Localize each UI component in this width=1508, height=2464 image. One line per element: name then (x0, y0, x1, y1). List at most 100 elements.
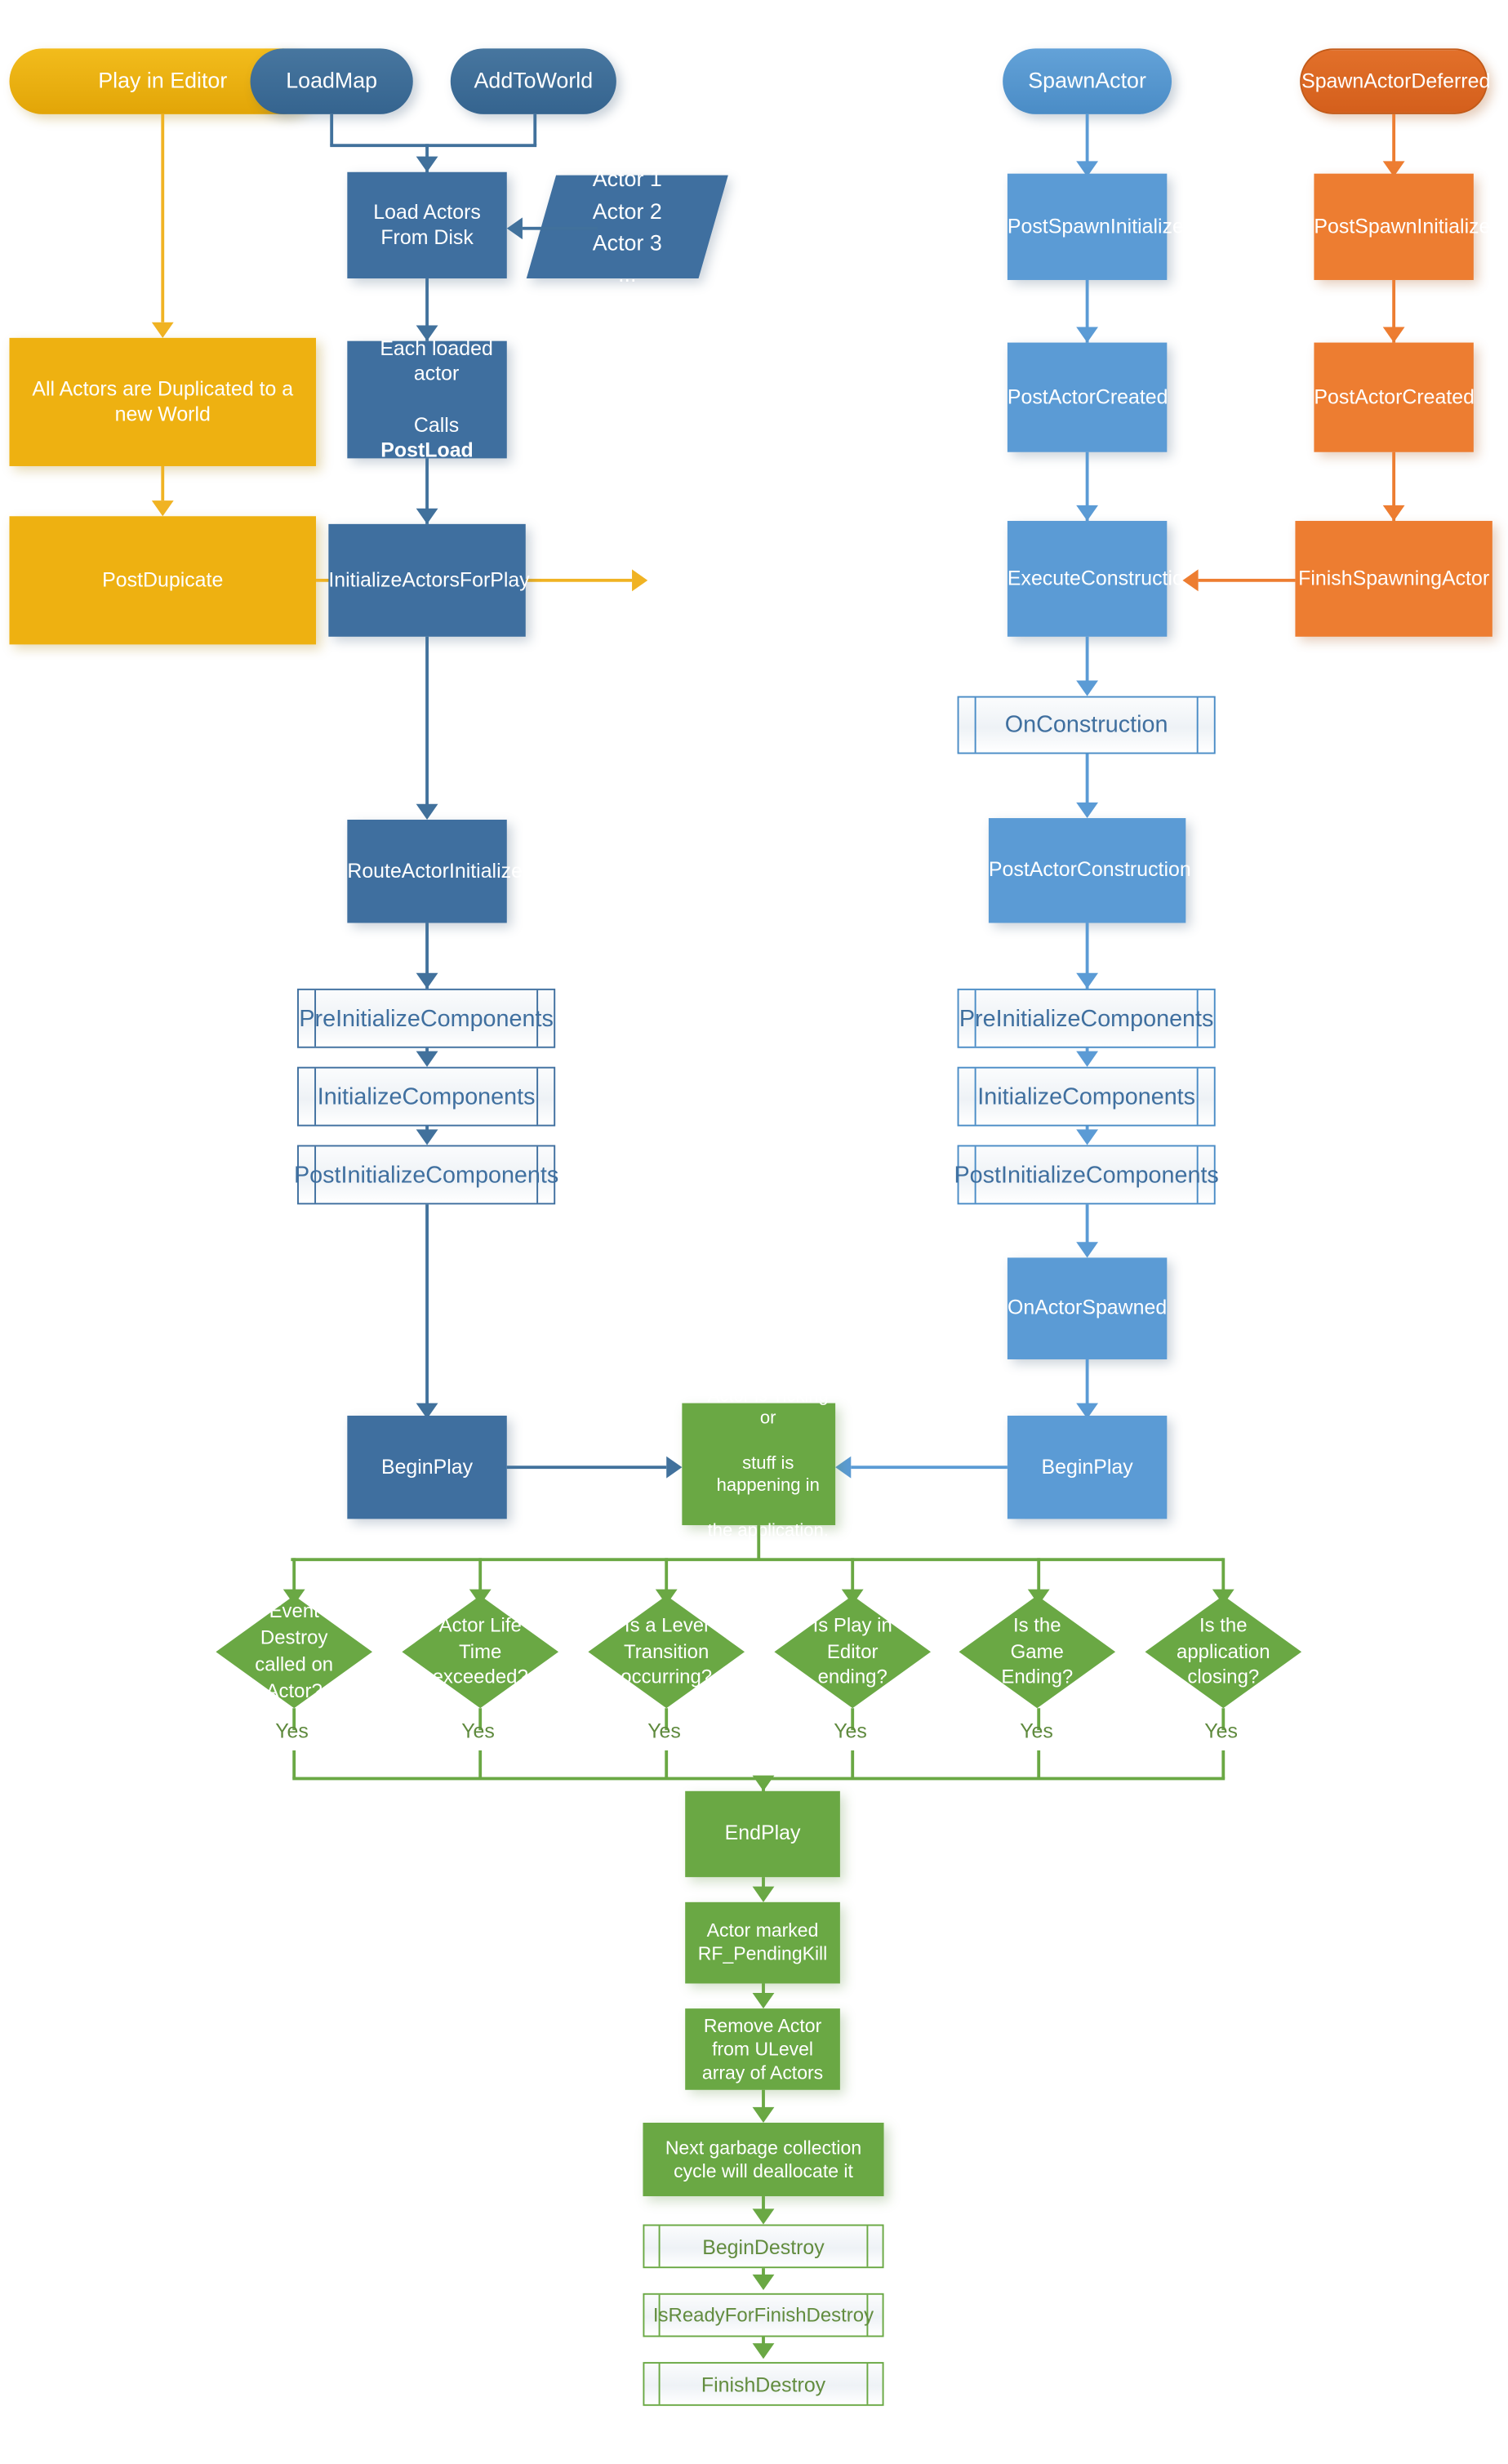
arrowhead-left (1182, 569, 1199, 592)
node-post-actor-created-blue[interactable]: PostActorCreated (1007, 342, 1168, 452)
node-post-initialize-components-right[interactable]: PostInitializeComponents (954, 1145, 1219, 1205)
connector-beginplay-left-to-ticking (506, 1466, 667, 1469)
node-load-map[interactable]: LoadMap (250, 48, 413, 114)
node-is-ready-for-finish-destroy[interactable]: IsReadyForFinishDestroy (643, 2293, 884, 2337)
node-label: EndPlay (724, 1821, 801, 1845)
subroutine-bar (974, 697, 976, 753)
arrowhead-down (752, 2343, 775, 2359)
subroutine-bar (536, 1146, 539, 1203)
connector-loaddisk-to-postload (425, 278, 429, 341)
node-pre-initialize-components-left[interactable]: PreInitializeComponents (297, 988, 556, 1048)
actor-line: ... (618, 261, 637, 287)
connector-bus-drop-6 (1221, 1558, 1225, 1596)
connector-postload-to-initactors (425, 458, 429, 524)
decision-application-closing[interactable]: Is the application closing? (1145, 1595, 1302, 1709)
decision-level-transition[interactable]: Is a Level Transition occurring? (588, 1595, 745, 1709)
connector-yes-stem-5 (1037, 1708, 1040, 1731)
decision-label: Is a Level Transition occurring? (621, 1613, 713, 1689)
node-remove-actor-from-ulevel[interactable]: Remove Actor from ULevel array of Actors (685, 2008, 840, 2090)
node-label: InitializeComponents (317, 1083, 536, 1110)
actor-list-text: Actor 1 Actor 2 Actor 3 ... (541, 167, 714, 287)
subroutine-bar (1196, 1146, 1199, 1203)
node-post-actor-construction[interactable]: PostActorConstruction (988, 818, 1191, 923)
node-label: PreInitializeComponents (299, 1005, 554, 1032)
node-initialize-components-left[interactable]: InitializeComponents (297, 1066, 556, 1127)
node-label: BeginPlay (1041, 1454, 1133, 1479)
node-execute-construction[interactable]: ExecuteConstruction (1007, 521, 1195, 637)
node-finish-spawning-actor[interactable]: FinishSpawningActor (1295, 521, 1492, 637)
node-begin-play-right[interactable]: BeginPlay (1007, 1415, 1168, 1519)
subroutine-bar (974, 990, 976, 1047)
node-route-actor-initialize[interactable]: RouteActorInitialize (347, 819, 523, 923)
node-label: IsReadyForFinishDestroy (652, 2304, 874, 2327)
arrowhead-down (416, 325, 438, 341)
connector-yes-drop-1 (292, 1750, 296, 1779)
subroutine-bar (658, 2226, 661, 2267)
arrowhead-right (666, 1456, 683, 1479)
node-post-initialize-components-left[interactable]: PostInitializeComponents (294, 1145, 558, 1205)
arrowhead-down (151, 500, 174, 517)
actor-line: Actor 2 (592, 198, 662, 224)
decision-play-in-editor-ending[interactable]: Is Play in Editor ending? (774, 1595, 932, 1709)
node-post-spawn-initialize-orange[interactable]: PostSpawnInitialize (1314, 173, 1490, 280)
node-finish-destroy[interactable]: FinishDestroy (643, 2362, 884, 2406)
branch-label-yes-6: Yes (1204, 1719, 1238, 1743)
node-spawn-actor[interactable]: SpawnActor (1003, 48, 1172, 114)
node-begin-play-left[interactable]: BeginPlay (347, 1415, 507, 1519)
node-label: Play in Editor (98, 67, 228, 93)
connector-onconstruction-to-postactorconstruction (1085, 754, 1088, 809)
decision-game-ending[interactable]: Is the Game Ending? (959, 1595, 1116, 1709)
subroutine-bar (1196, 697, 1199, 753)
connector-postspawn-to-postactorcreated-blue (1085, 279, 1088, 343)
node-post-duplicate[interactable]: PostDupicate (9, 516, 317, 645)
node-on-construction[interactable]: OnConstruction (957, 696, 1216, 754)
node-actor-list-data[interactable]: Actor 1 Actor 2 Actor 3 ... (526, 167, 728, 287)
node-label: PostInitializeComponents (954, 1161, 1219, 1189)
arrowhead-down (1076, 1129, 1099, 1145)
node-actor-marked-pendingkill[interactable]: Actor marked RF_PendingKill (685, 1901, 840, 1984)
node-spawn-actor-deferred[interactable]: SpawnActorDeferred (1300, 48, 1490, 114)
node-post-spawn-initialize-blue[interactable]: PostSpawnInitialize (1007, 173, 1184, 280)
decision-label: Is the application closing? (1177, 1613, 1270, 1689)
node-label: Actor marked RF_PendingKill (697, 1919, 828, 1965)
node-label: RouteActorInitialize (347, 858, 523, 883)
node-initialize-components-right[interactable]: InitializeComponents (957, 1066, 1216, 1127)
arrowhead-down (1076, 161, 1099, 177)
node-label: AddToWorld (474, 67, 594, 93)
node-garbage-collection[interactable]: Next garbage collection cycle will deall… (643, 2122, 884, 2197)
node-load-actors-from-disk[interactable]: Load Actors From Disk (347, 171, 507, 279)
postload-prefix: Each loaded actor (380, 336, 493, 385)
connector-beginplay-right-to-ticking (851, 1466, 1008, 1469)
node-on-actor-spawned[interactable]: OnActorSpawned (1007, 1257, 1168, 1359)
subroutine-bar (866, 2226, 869, 2267)
arrowhead-left (835, 1456, 852, 1479)
connector-yes-drop-6 (1221, 1750, 1225, 1779)
subroutine-bar (1196, 990, 1199, 1047)
node-pre-initialize-components-right[interactable]: PreInitializeComponents (957, 988, 1216, 1048)
decision-label: Actor Life Time exceeded? (432, 1613, 528, 1689)
connector-loadmap-down (330, 113, 333, 146)
subroutine-bar (314, 990, 317, 1047)
arrowhead-down (151, 322, 174, 338)
connector-postactorcreated-to-execconstruction (1085, 451, 1088, 522)
connector-finishspawning-to-execconstruction (1198, 578, 1296, 581)
arrowhead-down (1076, 1242, 1099, 1258)
node-begin-destroy[interactable]: BeginDestroy (643, 2224, 884, 2269)
node-actor-ticking-note[interactable]: Actor is Ticking or stuff is happening i… (682, 1387, 836, 1541)
node-initialize-actors-for-play[interactable]: InitializeActorsForPlay (328, 523, 530, 637)
node-all-actors-duplicated[interactable]: All Actors are Duplicated to a new World (9, 337, 317, 466)
node-label: All Actors are Duplicated to a new World (32, 376, 294, 426)
arrowhead-down (1076, 1051, 1099, 1067)
decision-label: Event Destroy called on Actor? (255, 1600, 334, 1702)
node-label: PostSpawnInitialize (1007, 214, 1184, 238)
decision-event-destroy[interactable]: Event Destroy called on Actor? (216, 1595, 373, 1709)
node-post-actor-created-orange[interactable]: PostActorCreated (1314, 342, 1475, 452)
node-end-play[interactable]: EndPlay (685, 1790, 840, 1878)
decision-actor-life-time[interactable]: Actor Life Time exceeded? (402, 1595, 559, 1709)
postload-bold: PostLoad (380, 438, 474, 461)
connector-yes-drop-4 (851, 1750, 854, 1779)
node-add-to-world[interactable]: AddToWorld (450, 48, 616, 114)
subroutine-bar (1196, 1068, 1199, 1125)
arrowhead-down (416, 1051, 438, 1067)
